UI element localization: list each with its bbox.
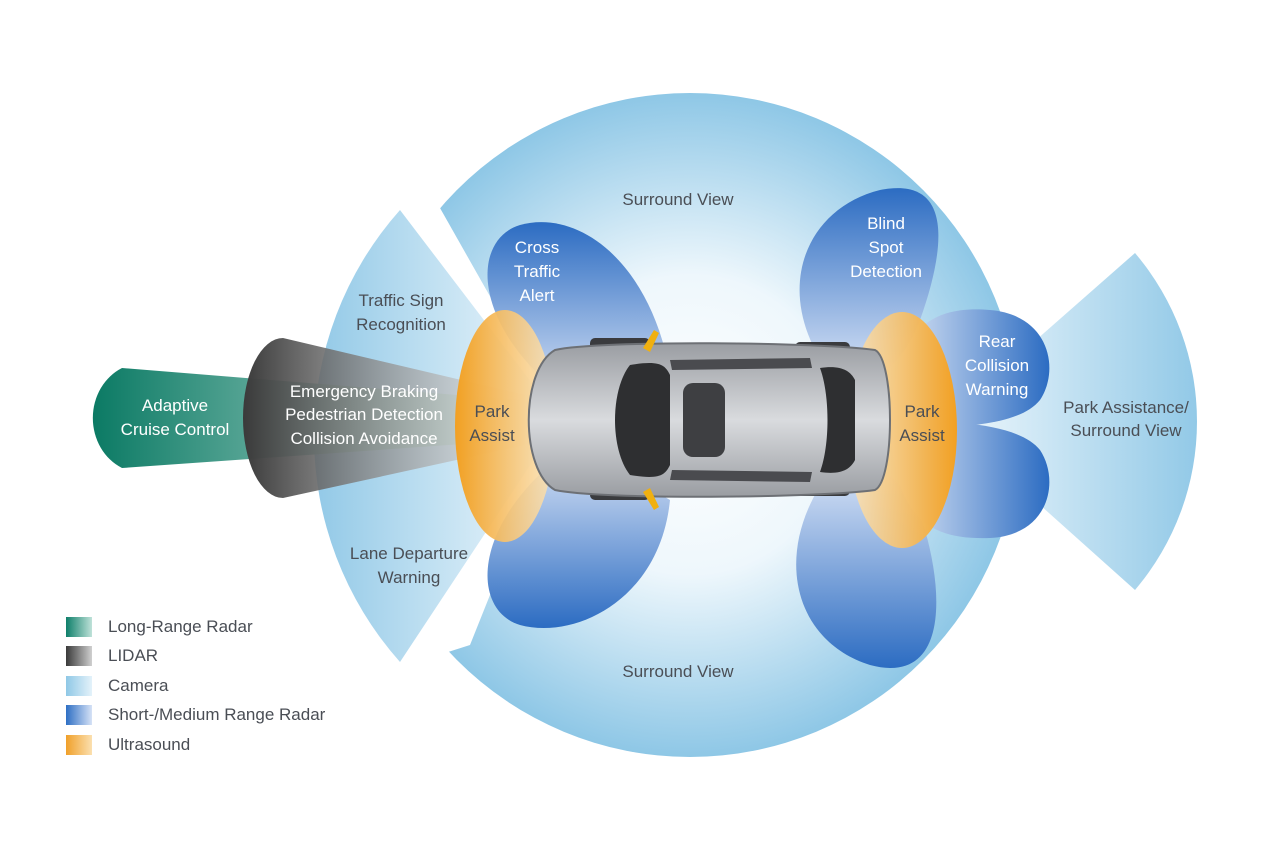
- traffic-sign-line-2: Recognition: [356, 315, 446, 334]
- lane-departure-warning-label: Lane Departure Warning: [350, 544, 468, 587]
- legend-item-ultrasound: Ultrasound: [66, 730, 325, 760]
- front-ultrasound-zone: [455, 310, 555, 542]
- camera-swatch: [66, 675, 92, 696]
- lidar-swatch: [66, 646, 92, 667]
- surround-view-bottom-label: Surround View: [622, 662, 734, 681]
- cross-traffic-alert-line-2: Traffic: [514, 262, 561, 281]
- blind-spot-line-3: Detection: [850, 262, 922, 281]
- cross-traffic-alert-line-3: Alert: [520, 286, 555, 305]
- park-assistance-surround-line-2: Surround View: [1070, 421, 1182, 440]
- lane-departure-line-1: Lane Departure: [350, 544, 468, 563]
- emergency-braking-line-1: Emergency Braking: [290, 382, 438, 401]
- park-assist-rear-line-1: Park: [905, 402, 940, 421]
- rear-collision-warning-label: Rear Collision Warning: [965, 332, 1029, 399]
- legend-item-lidar: LIDAR: [66, 642, 325, 672]
- rear-collision-line-2: Collision: [965, 356, 1029, 375]
- legend-item-long-range-radar: Long-Range Radar: [66, 612, 325, 642]
- blind-spot-detection-label: Blind Spot Detection: [850, 214, 922, 281]
- adaptive-cruise-line-1: Adaptive: [142, 396, 208, 415]
- park-assistance-surround-line-1: Park Assistance/: [1063, 398, 1189, 417]
- traffic-sign-recognition-label: Traffic Sign Recognition: [356, 291, 446, 334]
- park-assist-front-label: Park Assist: [469, 402, 515, 445]
- legend-item-camera: Camera: [66, 671, 325, 701]
- lidar-beam: [243, 338, 525, 498]
- legend-label: Long-Range Radar: [108, 616, 253, 636]
- park-assist-front-line-1: Park: [475, 402, 510, 421]
- rear-collision-line-3: Warning: [966, 380, 1029, 399]
- legend-label: Short-/Medium Range Radar: [108, 705, 326, 725]
- emergency-braking-line-3: Collision Avoidance: [290, 429, 437, 448]
- surround-view-top-label: Surround View: [622, 190, 734, 209]
- park-assist-front-line-2: Assist: [469, 426, 515, 445]
- emergency-braking-line-2: Pedestrian Detection: [285, 405, 443, 424]
- legend-item-short-medium-radar: Short-/Medium Range Radar: [66, 701, 325, 731]
- adaptive-cruise-control-label: Adaptive Cruise Control: [121, 396, 230, 439]
- rear-camera-sector: [945, 253, 1197, 590]
- emergency-braking-label: Emergency Braking Pedestrian Detection C…: [285, 382, 443, 448]
- legend-label: Ultrasound: [108, 734, 191, 754]
- sensor-legend: Long-Range Radar LIDAR Camera Short-/Med…: [66, 612, 325, 760]
- traffic-sign-line-1: Traffic Sign: [358, 291, 443, 310]
- cross-traffic-alert-label: Cross Traffic Alert: [514, 238, 561, 305]
- long-range-radar-swatch: [66, 616, 92, 637]
- cross-traffic-alert-line-1: Cross: [515, 238, 559, 257]
- rear-collision-line-1: Rear: [979, 332, 1016, 351]
- ultrasound-swatch: [66, 734, 92, 755]
- blind-spot-line-2: Spot: [869, 238, 904, 257]
- park-assist-rear-line-2: Assist: [899, 426, 945, 445]
- lane-departure-line-2: Warning: [378, 568, 441, 587]
- park-assist-rear-label: Park Assist: [899, 402, 945, 445]
- legend-label: LIDAR: [108, 646, 159, 666]
- blind-spot-line-1: Blind: [867, 214, 905, 233]
- short-medium-radar-swatch: [66, 705, 92, 726]
- car-top-view: [527, 330, 891, 510]
- park-assistance-surround-label: Park Assistance/ Surround View: [1063, 398, 1189, 440]
- adaptive-cruise-line-2: Cruise Control: [121, 420, 230, 439]
- legend-label: Camera: [108, 675, 169, 695]
